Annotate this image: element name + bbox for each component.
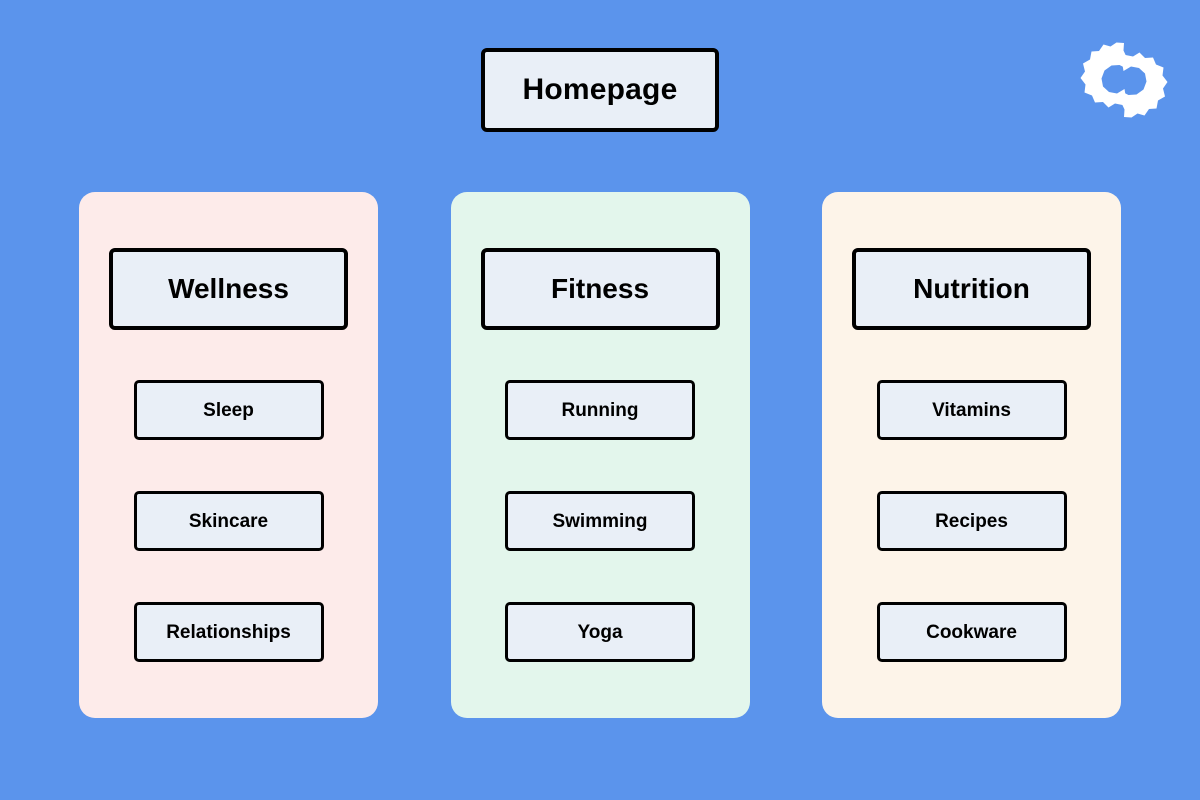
category-header-label: Wellness [168, 273, 289, 304]
category-header-label: Fitness [550, 273, 650, 304]
category-columns: Wellness Sleep Skincare Relationships Fi… [79, 192, 1121, 718]
child-list-fitness: Running Swimming Yoga [505, 380, 695, 662]
child-item-label: Sleep [203, 399, 254, 421]
child-item-cookware[interactable]: Cookware [876, 602, 1067, 662]
category-column-nutrition: Nutrition Vitamins Recipes Cookware [822, 192, 1121, 718]
child-item-sleep[interactable]: Sleep [133, 380, 324, 440]
child-list-nutrition: Vitamins Recipes Cookware [876, 380, 1067, 662]
child-item-skincare[interactable]: Skincare [133, 491, 324, 551]
child-list-wellness: Sleep Skincare Relationships [133, 380, 324, 662]
child-item-label: Recipes [935, 510, 1008, 532]
child-item-label: Relationships [166, 621, 291, 643]
category-column-wellness: Wellness Sleep Skincare Relationships [79, 192, 378, 718]
category-header-fitness[interactable]: Fitness [480, 248, 720, 330]
category-header-label: Nutrition [913, 273, 1030, 304]
child-item-label: Skincare [188, 510, 269, 532]
child-item-relationships[interactable]: Relationships [133, 602, 324, 662]
brand-logo [1072, 32, 1176, 128]
root-node-homepage[interactable]: Homepage [481, 48, 719, 132]
child-item-yoga[interactable]: Yoga [505, 602, 695, 662]
child-item-running[interactable]: Running [505, 380, 695, 440]
child-item-label: Vitamins [932, 399, 1011, 421]
category-header-nutrition[interactable]: Nutrition [852, 248, 1091, 330]
interlocking-gears-icon [1072, 32, 1176, 128]
root-node-label: Homepage [522, 73, 678, 106]
child-item-swimming[interactable]: Swimming [505, 491, 695, 551]
child-item-label: Yoga [577, 621, 623, 643]
category-header-wellness[interactable]: Wellness [109, 248, 348, 330]
child-item-label: Cookware [926, 621, 1017, 643]
child-item-recipes[interactable]: Recipes [876, 491, 1067, 551]
child-item-label: Swimming [552, 510, 648, 532]
category-column-fitness: Fitness Running Swimming Yoga [450, 192, 750, 718]
child-item-label: Running [561, 399, 639, 421]
child-item-vitamins[interactable]: Vitamins [876, 380, 1067, 440]
